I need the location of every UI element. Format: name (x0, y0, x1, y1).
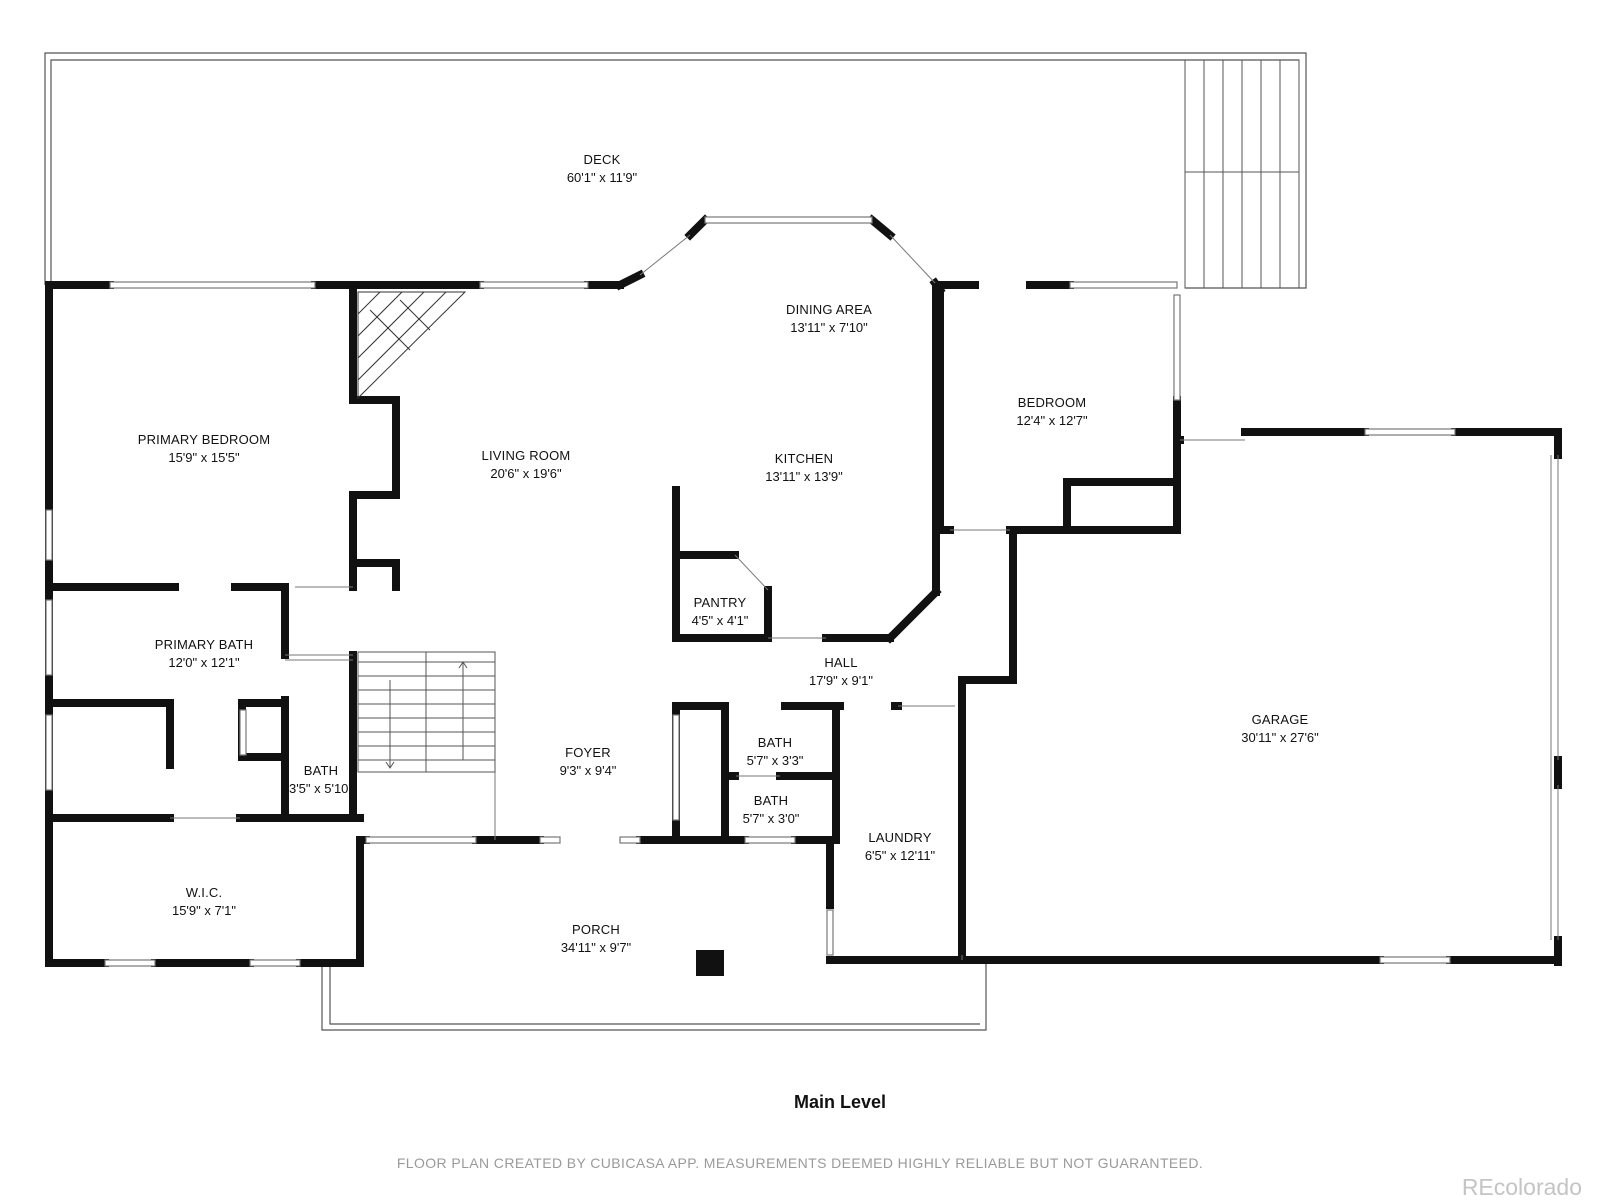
room-name: DECK (583, 152, 621, 167)
room-deck: DECK 60'1" x 11'9" (567, 151, 637, 187)
walls (45, 214, 1562, 967)
room-dims: 20'6" x 19'6" (490, 466, 562, 481)
room-bedroom: BEDROOM 12'4" x 12'7" (1016, 394, 1087, 430)
room-dims: 12'4" x 12'7" (1016, 413, 1088, 428)
room-dims: 4'5" x 4'1" (691, 613, 749, 628)
room-laundry: LAUNDRY 6'5" x 12'11" (865, 829, 935, 865)
deck-outline (44, 52, 1307, 289)
interior-stairs (357, 651, 496, 773)
room-dims: 15'9" x 15'5" (168, 450, 240, 465)
room-name: LIVING ROOM (481, 448, 571, 463)
room-pantry: PANTRY 4'5" x 4'1" (692, 594, 749, 630)
room-bath-upper: BATH 5'7" x 3'3" (747, 734, 804, 770)
brand-logo-text: REcolorado (1461, 1174, 1582, 1200)
room-foyer: FOYER 9'3" x 9'4" (560, 744, 617, 780)
room-name: BEDROOM (1017, 395, 1087, 410)
room-dims: 60'1" x 11'9" (566, 170, 638, 185)
room-name: W.I.C. (185, 885, 223, 900)
level-title: Main Level (793, 1092, 887, 1112)
room-name: PRIMARY BEDROOM (137, 432, 271, 447)
room-name: PANTRY (693, 595, 747, 610)
porch-outline (321, 962, 987, 1031)
room-dims: 6'5" x 12'11" (864, 848, 936, 863)
room-dims: 3'5" x 5'10" (288, 781, 354, 796)
room-name: HALL (824, 655, 858, 670)
room-name: DINING AREA (786, 302, 872, 317)
room-name: FOYER (565, 745, 611, 760)
room-name: KITCHEN (774, 451, 834, 466)
room-wic: W.I.C. 15'9" x 7'1" (172, 884, 236, 920)
room-primary-bath: PRIMARY BATH 12'0" x 12'1" (155, 636, 253, 672)
room-bath-small: BATH 3'5" x 5'10" (289, 762, 353, 798)
room-dims: 13'11" x 13'9" (765, 469, 843, 484)
room-primary-bedroom: PRIMARY BEDROOM 15'9" x 15'5" (138, 431, 271, 467)
room-dims: 5'7" x 3'3" (746, 753, 804, 768)
room-dims: 34'11" x 9'7" (560, 940, 632, 955)
room-name: GARAGE (1251, 712, 1309, 727)
room-dims: 9'3" x 9'4" (559, 763, 617, 778)
room-dims: 15'9" x 7'1" (171, 903, 237, 918)
windows (45, 216, 1456, 967)
room-dims: 17'9" x 9'1" (808, 673, 874, 688)
room-name: PRIMARY BATH (154, 637, 254, 652)
room-garage: GARAGE 30'11" x 27'6" (1241, 711, 1319, 747)
room-bath-lower: BATH 5'7" x 3'0" (743, 792, 800, 828)
porch-post (696, 950, 724, 976)
room-living-room: LIVING ROOM 20'6" x 19'6" (482, 447, 571, 483)
fireplace (357, 291, 467, 400)
room-dining-area: DINING AREA 13'11" x 7'10" (786, 301, 872, 337)
room-kitchen: KITCHEN 13'11" x 13'9" (765, 450, 843, 486)
room-name: LAUNDRY (868, 830, 932, 845)
room-dims: 13'11" x 7'10" (790, 320, 868, 335)
room-dims: 30'11" x 27'6" (1241, 730, 1319, 745)
room-name: BATH (757, 735, 793, 750)
room-hall: HALL 17'9" x 9'1" (809, 654, 873, 690)
room-dims: 5'7" x 3'0" (742, 811, 800, 826)
disclaimer-text: FLOOR PLAN CREATED BY CUBICASA APP. MEAS… (396, 1155, 1204, 1171)
room-name: BATH (753, 793, 789, 808)
room-dims: 12'0" x 12'1" (168, 655, 240, 670)
room-porch: PORCH 34'11" x 9'7" (561, 921, 631, 957)
room-name: PORCH (572, 922, 620, 937)
room-name: BATH (303, 763, 339, 778)
deck-stairs (1184, 59, 1300, 289)
